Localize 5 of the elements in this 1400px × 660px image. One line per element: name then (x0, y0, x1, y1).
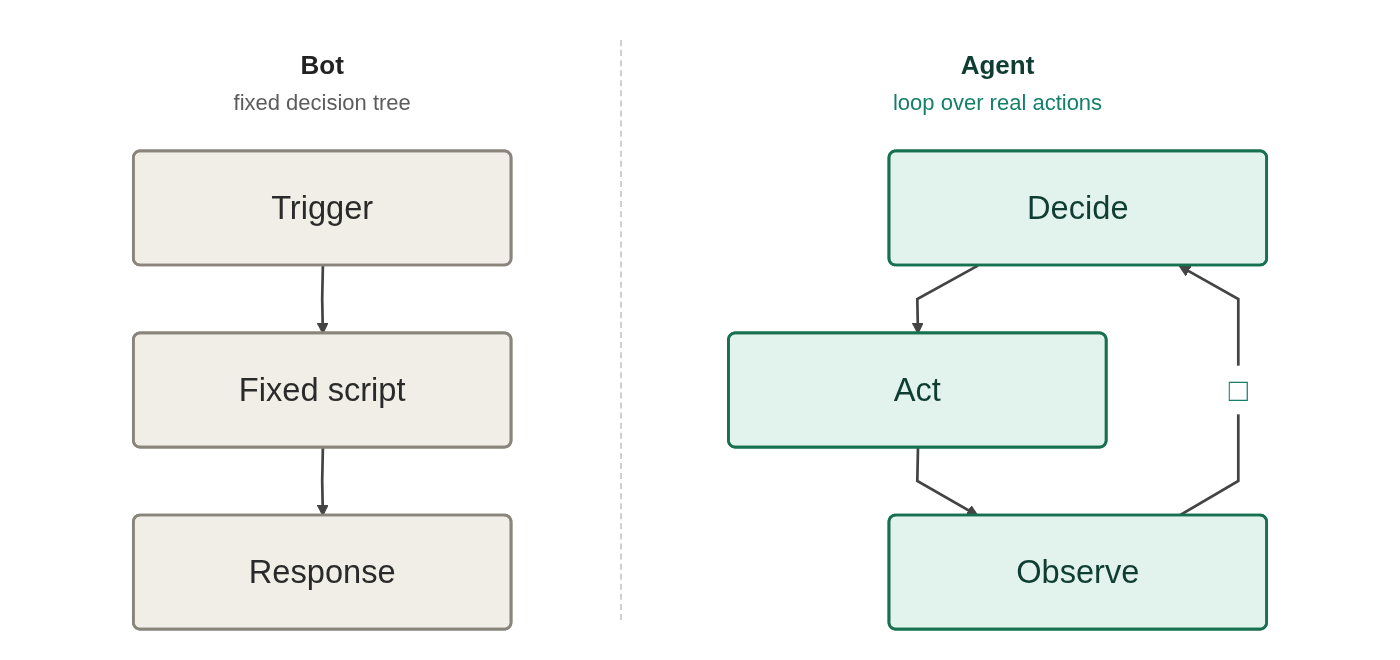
column-heading: Bot (300, 50, 344, 81)
edge-label: □ (1228, 370, 1249, 408)
column-heading: Agent (960, 50, 1035, 81)
column-subtitle: fixed decision tree (233, 90, 411, 116)
column-subtitle: loop over real actions (893, 90, 1103, 116)
